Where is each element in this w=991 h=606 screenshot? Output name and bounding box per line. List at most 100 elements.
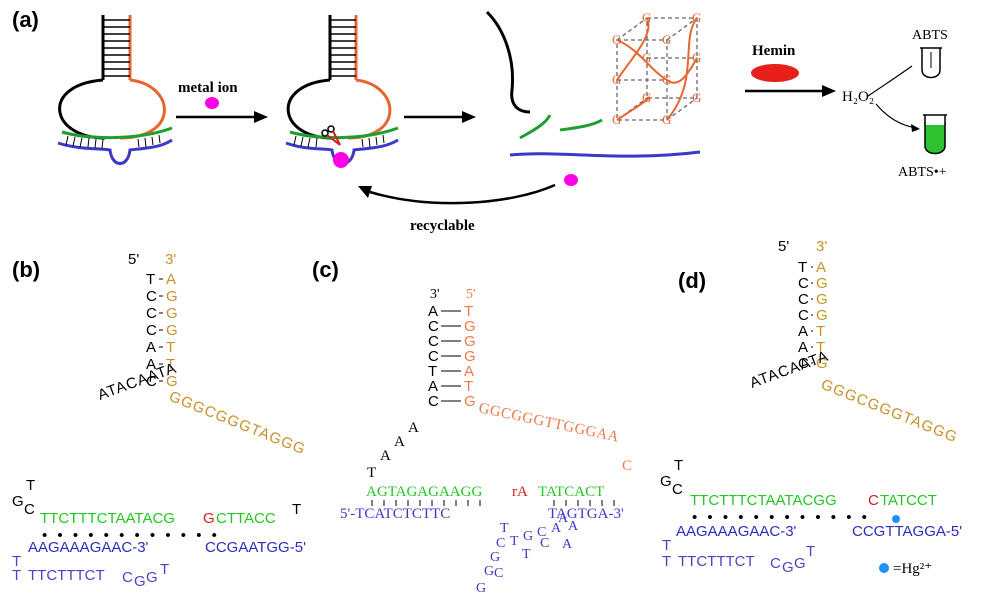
d-purple-loop: TTCTTTCT <box>678 553 755 570</box>
d-stem-right-base: T <box>816 339 825 356</box>
connector-line <box>867 65 913 97</box>
scissors-icon <box>321 125 341 146</box>
b-stem-right-base: G <box>166 288 178 305</box>
c-stem-right-base: G <box>464 348 476 365</box>
b-stem-left-base: A <box>146 339 156 356</box>
b-red-g: G <box>203 510 215 527</box>
d-stem-right-base: G <box>816 275 828 292</box>
c-stem-left-base: A <box>428 378 438 395</box>
hemin-icon <box>751 64 799 82</box>
b-stem-right-base: G <box>166 305 178 322</box>
b-t-end: T <box>292 501 301 518</box>
released-black-strand <box>485 10 531 114</box>
quadruplex-g-labels: G G G G G G G G G G G G <box>612 10 701 127</box>
hemin-label: Hemin <box>752 43 796 59</box>
svg-text:G: G <box>662 32 671 47</box>
released-green-fragment-1 <box>519 114 552 140</box>
quadruplex-strand <box>616 17 698 121</box>
svg-text:G: G <box>692 90 701 105</box>
b-tail-2: G <box>134 573 146 590</box>
c-catalytic-loop: T C T G C A G C G T C A A G A <box>476 511 579 596</box>
c-stem-left-base: C <box>428 333 439 350</box>
c-a-3: A <box>380 448 391 464</box>
d-tail-4: T <box>806 543 815 560</box>
c-stem-right-base: T <box>464 378 473 395</box>
c-stem-right-base: A <box>464 363 474 380</box>
c-stem-left-base: C <box>428 348 439 365</box>
d-stem-left-base: C <box>798 355 809 372</box>
hg-legend-dot <box>879 563 889 573</box>
b-stem-right-base: A <box>166 271 176 288</box>
c-blue-right: TAGTGA-3' <box>548 506 624 522</box>
svg-text:C: C <box>537 525 546 540</box>
b-tt-1: T <box>12 553 21 570</box>
curve-arrow <box>875 103 920 132</box>
b-stem-right-base: T <box>166 339 175 356</box>
svg-text:C: C <box>540 536 549 551</box>
b-t: T <box>26 477 35 494</box>
d-stem-left-base: T <box>798 259 807 276</box>
c-stem-left-base: C <box>428 393 439 410</box>
svg-text:G: G <box>662 112 671 127</box>
d-stem-left-base: A <box>798 323 808 340</box>
panel-d-label: (d) <box>678 268 706 293</box>
svg-text:G: G <box>692 10 701 25</box>
d-loop-right: GGGCGGGTAGGG <box>819 376 961 446</box>
svg-text:C: C <box>496 536 505 551</box>
b-stem-left-base: C <box>146 322 157 339</box>
b-stem-left-base: C <box>146 305 157 322</box>
c-t: T <box>367 465 376 481</box>
d-3prime: 3' <box>816 238 827 255</box>
svg-text:G: G <box>612 112 621 127</box>
b-green-strand: TTCTTTCTAATACG <box>40 510 175 527</box>
arrow-1 <box>176 111 268 123</box>
abts-label: ABTS <box>912 28 948 43</box>
svg-text:G: G <box>612 72 621 87</box>
svg-text:A: A <box>562 537 573 552</box>
b-tt-2: T <box>12 567 21 584</box>
b-pairing-dots: • • • • • • • • • • • • <box>42 527 220 544</box>
c-stem-right-base: G <box>464 318 476 335</box>
c-stem-right-base: G <box>464 393 476 410</box>
b-loop-right: GGGCGGGTAGGG <box>167 388 309 458</box>
released-green-fragment-2 <box>559 118 603 132</box>
svg-text:A: A <box>551 521 562 536</box>
d-c: C <box>672 481 683 498</box>
c-green-right: TATCACT <box>538 484 604 500</box>
b-g: G <box>12 493 24 510</box>
c-3prime: 3' <box>430 287 440 302</box>
recycle-arrow <box>358 183 556 205</box>
svg-text:G: G <box>523 529 533 544</box>
b-c: C <box>24 501 35 518</box>
d-stem-right-base: G <box>816 291 828 308</box>
svg-text:A: A <box>558 511 569 526</box>
recycled-metal-ion <box>564 174 578 186</box>
c-loop-right: GGCGGGTTGGGAA <box>477 400 620 445</box>
recyclable-label: recyclable <box>410 218 475 234</box>
abts-radical-tube-icon <box>923 114 947 155</box>
svg-text:G: G <box>642 50 651 65</box>
c-c-end: C <box>622 458 632 474</box>
h2o2-label: H₂O₂ <box>842 89 874 105</box>
b-blue-left: AAGAAAGAAC-3' <box>28 539 149 556</box>
svg-text:T: T <box>522 547 531 562</box>
panel-a-label: (a) <box>12 7 39 32</box>
b-green-strand-end: CTTACC <box>216 510 276 527</box>
c-ra: rA <box>512 484 528 500</box>
b-stem-left-base: C <box>146 373 157 390</box>
d-stem-right-base: T <box>816 323 825 340</box>
svg-text:G: G <box>490 550 500 565</box>
d-5prime: 5' <box>778 238 789 255</box>
d-g: G <box>660 473 672 490</box>
arrow-2 <box>404 111 476 123</box>
c-a-2: A <box>394 434 405 450</box>
svg-text:T: T <box>500 521 509 536</box>
svg-text:C: C <box>494 566 503 581</box>
d-stem-left-base: C <box>798 291 809 308</box>
d-tt-2: T <box>662 553 671 570</box>
d-tail-3: G <box>794 555 806 572</box>
b-stem-left-base: A <box>146 356 156 373</box>
